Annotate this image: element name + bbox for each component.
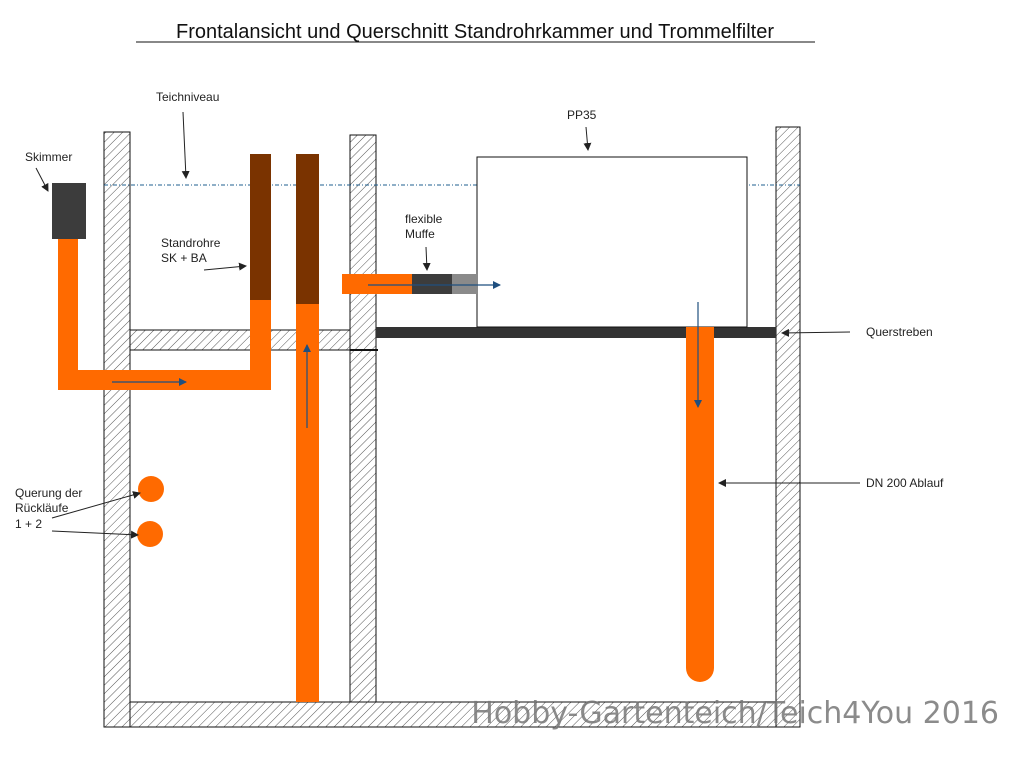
standrohre-leader [203, 262, 247, 271]
flexible-coupling [412, 274, 452, 294]
skimmer-pipe-horizontal [58, 370, 271, 390]
middle-wall [349, 134, 377, 703]
drum-filter-box [476, 156, 748, 328]
label-querung-3: 1 + 2 [15, 517, 42, 531]
transfer-pipe [342, 274, 412, 294]
right-wall [775, 126, 801, 728]
pp35-leader [583, 126, 592, 151]
intermediate-floor [129, 329, 351, 351]
skimmer-pipe-vertical [58, 236, 78, 389]
label-flexible: flexible [405, 212, 443, 226]
label-teichniveau: Teichniveau [156, 90, 219, 104]
querung-leader-2 [51, 530, 139, 539]
dn200-drain-pipe [686, 327, 714, 682]
standpipe-ba [296, 154, 319, 304]
querung-leader-1 [51, 491, 141, 519]
left-wall [103, 131, 131, 728]
querstreben-leader [781, 328, 851, 337]
label-standrohre-1: Standrohre [161, 236, 221, 250]
return-line-1 [138, 476, 164, 502]
label-pp35: PP35 [567, 108, 597, 122]
label-querung-2: Rückläufe [15, 501, 69, 515]
label-querstreben: Querstreben [866, 325, 933, 339]
bottom-drain-pipe [296, 304, 319, 702]
label-muffe: Muffe [405, 227, 435, 241]
watermark-text: Hobby-Gartenteich/Teich4You 2016 [471, 696, 999, 731]
standpipe-sk-lower [250, 300, 271, 390]
label-skimmer: Skimmer [25, 150, 72, 164]
teichniveau-leader [181, 111, 190, 179]
standpipe-sk [250, 154, 271, 300]
diagram-title: Frontalansicht und Querschnitt Standrohr… [176, 21, 774, 43]
bottom-floor [129, 701, 777, 728]
label-querung-1: Querung der [15, 486, 82, 500]
label-standrohre-2: SK + BA [161, 251, 207, 265]
label-dn200: DN 200 Ablauf [866, 476, 944, 490]
flex-leader [422, 246, 431, 271]
coupling-end [452, 274, 478, 294]
return-line-2 [137, 521, 163, 547]
cross-strut [376, 327, 776, 338]
skimmer-leader [35, 167, 49, 192]
skimmer-body [52, 183, 86, 239]
